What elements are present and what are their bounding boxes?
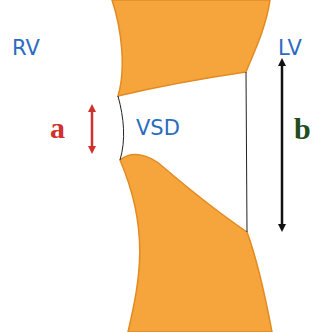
defect-label: VSD: [136, 118, 180, 139]
dimension-arrow-b: [281, 62, 284, 228]
chamber-label: LV: [278, 38, 302, 59]
defect-edge-left: [118, 96, 124, 160]
dimension-label: b: [294, 114, 311, 144]
defect-edge-right: [246, 72, 247, 232]
chamber-label: RV: [12, 38, 40, 59]
dimension-arrow-a: [91, 108, 94, 150]
dimension-label: a: [50, 113, 65, 143]
septum-bottom: [120, 155, 272, 332]
